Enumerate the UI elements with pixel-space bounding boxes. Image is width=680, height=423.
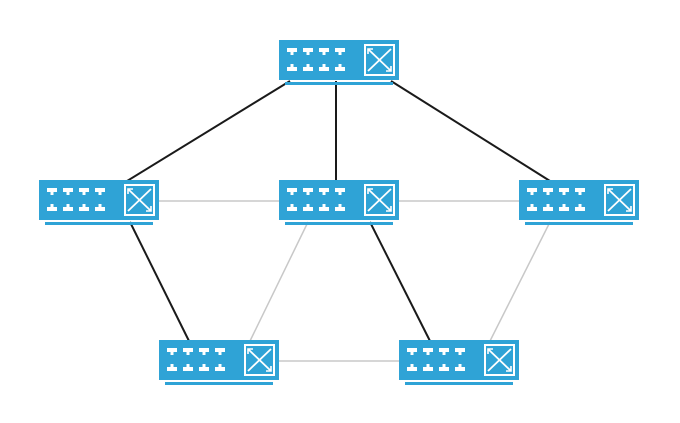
crossover-x-icon <box>484 344 515 376</box>
switch-underline <box>165 382 273 385</box>
switch-top <box>279 40 399 85</box>
active-link-sw-center-sw-br <box>369 221 431 342</box>
crossover-x-icon <box>244 344 275 376</box>
active-link-sw-left-sw-bl <box>129 221 190 342</box>
switches-layer <box>39 40 639 385</box>
switch-ports-icon <box>287 188 345 211</box>
active-link-sw-top-sw-right <box>390 80 551 182</box>
switch-ports-icon <box>47 188 105 211</box>
switch-underline <box>285 82 393 85</box>
blocked-link-sw-right-sw-br <box>489 221 551 342</box>
crossover-x-icon <box>124 184 155 216</box>
switch-underline <box>45 222 153 225</box>
links-layer <box>126 80 551 362</box>
switch-bottom-right <box>399 340 519 385</box>
crossover-x-icon <box>364 184 395 216</box>
blocked-link-sw-center-sw-bl <box>249 221 309 342</box>
switch-middle-center <box>279 180 399 225</box>
switch-bottom-left <box>159 340 279 385</box>
switch-underline <box>405 382 513 385</box>
crossover-x-icon <box>364 44 395 76</box>
crossover-x-icon <box>604 184 635 216</box>
switch-middle-left <box>39 180 159 225</box>
active-link-sw-top-sw-left <box>126 80 291 182</box>
switch-underline <box>525 222 633 225</box>
switch-ports-icon <box>407 348 465 371</box>
switch-ports-icon <box>287 48 345 71</box>
switch-underline <box>285 222 393 225</box>
switch-ports-icon <box>527 188 585 211</box>
switch-middle-right <box>519 180 639 225</box>
switch-ports-icon <box>167 348 225 371</box>
